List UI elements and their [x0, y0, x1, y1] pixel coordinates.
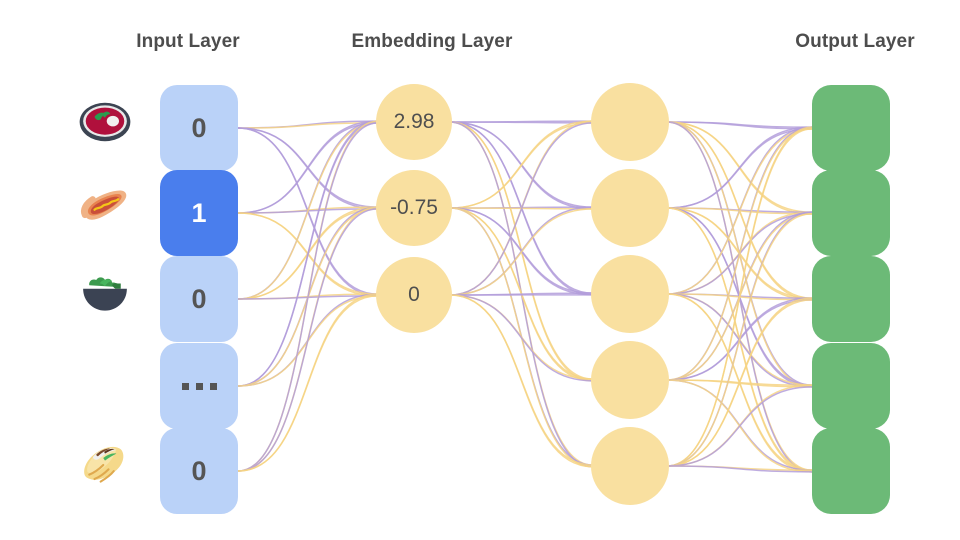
hidden-node-4[interactable]: [591, 427, 669, 505]
output-node-0[interactable]: [812, 85, 890, 171]
embedding-node-value: 0: [408, 283, 420, 306]
input-node-value: 0: [191, 283, 207, 314]
input-node-ellipsis[interactable]: [160, 343, 238, 429]
input-node-0[interactable]: 0: [160, 85, 238, 171]
input-layer-label: Input Layer: [136, 31, 240, 52]
output-node-1[interactable]: [812, 170, 890, 256]
input-node-value: 0: [191, 455, 207, 486]
hidden-node-3[interactable]: [591, 341, 669, 419]
taco-icon: [77, 437, 133, 493]
embedding-node-1[interactable]: -0.75: [376, 170, 452, 246]
output-node-3[interactable]: [812, 343, 890, 429]
hidden-node-0[interactable]: [591, 83, 669, 161]
input-node-1[interactable]: 1: [160, 170, 238, 256]
embedding-node-value: 2.98: [393, 110, 435, 133]
embedding-node-0[interactable]: 2.98: [376, 84, 452, 160]
green-salad-icon: [77, 266, 133, 322]
output-layer-label: Output Layer: [795, 31, 915, 52]
output-node-2[interactable]: [812, 256, 890, 342]
input-node-4[interactable]: 0: [160, 428, 238, 514]
output-node-4[interactable]: [812, 428, 890, 514]
input-node-value: 0: [191, 112, 207, 143]
hot-dog-icon: [77, 180, 133, 236]
embedding-node-2[interactable]: 0: [376, 257, 452, 333]
hidden-node-1[interactable]: [591, 169, 669, 247]
hidden-node-2[interactable]: [591, 255, 669, 333]
embedding-node-value: -0.75: [390, 196, 438, 219]
bowl-of-borscht-icon: [77, 94, 133, 150]
input-node-2[interactable]: 0: [160, 256, 238, 342]
input-node-value: 1: [191, 197, 207, 228]
ellipsis-icon: [181, 382, 217, 390]
embedding-layer-label: Embedding Layer: [351, 31, 513, 52]
